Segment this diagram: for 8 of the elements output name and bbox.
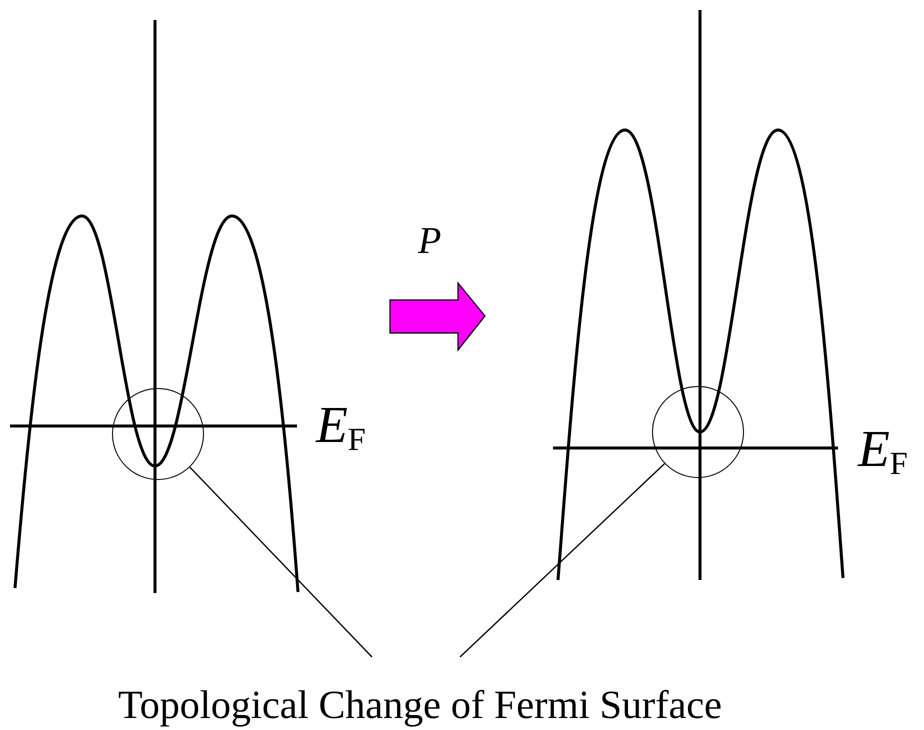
pressure-label: P — [418, 222, 442, 260]
leader-line — [189, 466, 372, 658]
caption-text: Topological Change of Fermi Surface — [118, 682, 722, 727]
fermi-energy-label: E$_{F}$ — [858, 424, 908, 480]
leader-line — [460, 463, 666, 658]
fermi-energy-label: E$_{F}$ — [316, 400, 366, 456]
highlight-circle — [652, 386, 744, 478]
highlight-circle — [112, 388, 204, 480]
